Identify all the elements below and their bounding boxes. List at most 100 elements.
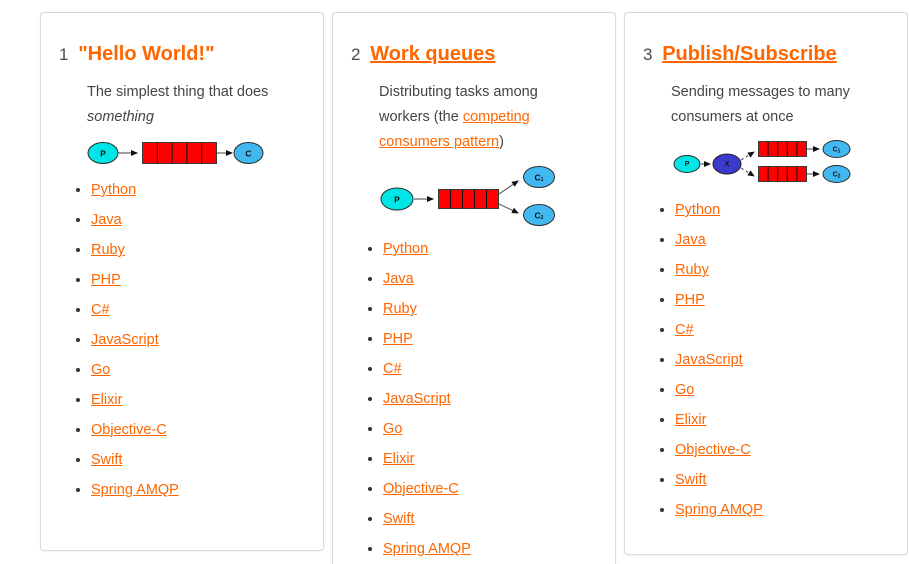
- tutorial-description: Distributing tasks among workers (the co…: [379, 80, 579, 155]
- language-list-item: JavaScript: [383, 391, 599, 408]
- queue-node: [758, 166, 807, 182]
- language-link[interactable]: PHP: [91, 272, 121, 288]
- language-link[interactable]: Ruby: [91, 242, 125, 258]
- language-list-item: Go: [675, 382, 891, 399]
- consumer-label: C: [245, 149, 251, 159]
- language-link[interactable]: Objective-C: [675, 442, 751, 458]
- language-link[interactable]: Python: [91, 182, 137, 198]
- language-list-item: Swift: [383, 511, 599, 528]
- tutorial-title-link[interactable]: Publish/Subscribe: [662, 43, 837, 65]
- language-list-item: PHP: [91, 272, 307, 289]
- consumer-node: [233, 142, 264, 164]
- producer-label: P: [685, 161, 690, 168]
- language-list: PythonJavaRubyPHP C# JavaScriptGoElixirObj…: [59, 182, 307, 499]
- language-list-item: Spring AMQP: [675, 502, 891, 519]
- language-link[interactable]: Ruby: [383, 301, 417, 317]
- language-list-item: Swift: [675, 472, 891, 489]
- card-heading: 2 Work queues: [351, 43, 599, 66]
- arrow: [498, 180, 519, 195]
- language-link[interactable]: Spring AMQP: [675, 502, 763, 518]
- language-list-item: Objective-C: [675, 442, 891, 459]
- consumer-node: [822, 140, 851, 158]
- language-link[interactable]: JavaScript: [91, 332, 159, 348]
- language-list-item: Swift: [91, 452, 307, 469]
- description-text: ): [499, 134, 504, 150]
- language-list-item: JavaScript: [91, 332, 307, 349]
- language-list: PythonJavaRubyPHP C# JavaScriptGoElixirObj…: [351, 241, 599, 558]
- tutorial-title-link[interactable]: Work queues: [370, 43, 496, 65]
- consumer-label: C1: [535, 173, 544, 184]
- language-link[interactable]: Swift: [91, 452, 123, 468]
- language-link[interactable]: JavaScript: [675, 352, 743, 368]
- producer-node: [87, 142, 119, 164]
- language-link[interactable]: Elixir: [675, 412, 707, 428]
- language-list-item: Go: [383, 421, 599, 438]
- language-link[interactable]: PHP: [675, 292, 705, 308]
- language-list-item: Objective-C: [383, 481, 599, 498]
- producer-node: [673, 155, 701, 173]
- language-list-item: Elixir: [91, 392, 307, 409]
- language-link[interactable]: Swift: [383, 511, 415, 527]
- description-text: Distributing tasks among workers (the: [379, 84, 538, 125]
- language-link[interactable]: Go: [675, 382, 695, 398]
- language-link[interactable]: C#: [675, 322, 694, 338]
- tutorial-card-hello-world: 1 "Hello World!" The simplest thing that…: [40, 12, 324, 551]
- language-list-item: C#: [675, 322, 891, 339]
- language-list-item: Ruby: [91, 242, 307, 259]
- language-link[interactable]: PHP: [383, 331, 413, 347]
- language-list-item: Objective-C: [91, 422, 307, 439]
- language-link[interactable]: Go: [91, 362, 111, 378]
- language-link[interactable]: Java: [383, 271, 414, 287]
- language-link[interactable]: Elixir: [383, 451, 415, 467]
- producer-node: [380, 187, 414, 211]
- queue-node: [758, 141, 807, 157]
- language-link[interactable]: Python: [383, 241, 429, 257]
- exchange-node: [712, 153, 742, 175]
- consumer-label: C1: [833, 146, 841, 155]
- work-queues-diagram: P C1 C2: [379, 163, 599, 227]
- language-list-item: Go: [91, 362, 307, 379]
- language-list-item: PHP: [675, 292, 891, 309]
- language-link[interactable]: Spring AMQP: [383, 541, 471, 557]
- language-link[interactable]: JavaScript: [383, 391, 451, 407]
- consumer-node: [523, 204, 555, 226]
- language-link[interactable]: Go: [383, 421, 403, 437]
- queue-node: [438, 189, 499, 209]
- language-link[interactable]: Ruby: [675, 262, 709, 278]
- tutorial-number: 2: [351, 45, 361, 64]
- binding-arrow: [740, 151, 755, 161]
- language-list-item: JavaScript: [675, 352, 891, 369]
- language-list-item: Java: [675, 232, 891, 249]
- language-link[interactable]: Java: [91, 212, 122, 228]
- language-link[interactable]: C#: [383, 361, 402, 377]
- tutorial-number: 1: [59, 45, 69, 64]
- binding-arrow: [740, 167, 755, 177]
- language-list-item: Elixir: [383, 451, 599, 468]
- language-list-item: Python: [675, 202, 891, 219]
- language-link[interactable]: Python: [675, 202, 721, 218]
- consumer-label: C2: [833, 171, 841, 180]
- producer-label: P: [100, 149, 106, 159]
- hello-world-diagram: P C: [87, 138, 307, 168]
- language-link[interactable]: Swift: [675, 472, 707, 488]
- language-link[interactable]: Spring AMQP: [91, 482, 179, 498]
- description-emphasis: something: [87, 109, 154, 125]
- language-list-item: Java: [383, 271, 599, 288]
- producer-label: P: [394, 195, 400, 205]
- language-list-item: Ruby: [675, 262, 891, 279]
- language-list-item: PHP: [383, 331, 599, 348]
- queue-node: [142, 142, 217, 164]
- description-link[interactable]: competing consumers pattern: [379, 109, 530, 150]
- language-link[interactable]: Objective-C: [91, 422, 167, 438]
- language-list: PythonJavaRubyPHP C# JavaScriptGoElixirObj…: [643, 202, 891, 519]
- language-link[interactable]: Java: [675, 232, 706, 248]
- language-list-item: C#: [383, 361, 599, 378]
- language-link[interactable]: Objective-C: [383, 481, 459, 497]
- language-link[interactable]: Elixir: [91, 392, 123, 408]
- exchange-label: X: [725, 161, 730, 168]
- language-list-item: Ruby: [383, 301, 599, 318]
- tutorial-title[interactable]: "Hello World!": [78, 43, 215, 65]
- language-link[interactable]: C#: [91, 302, 110, 318]
